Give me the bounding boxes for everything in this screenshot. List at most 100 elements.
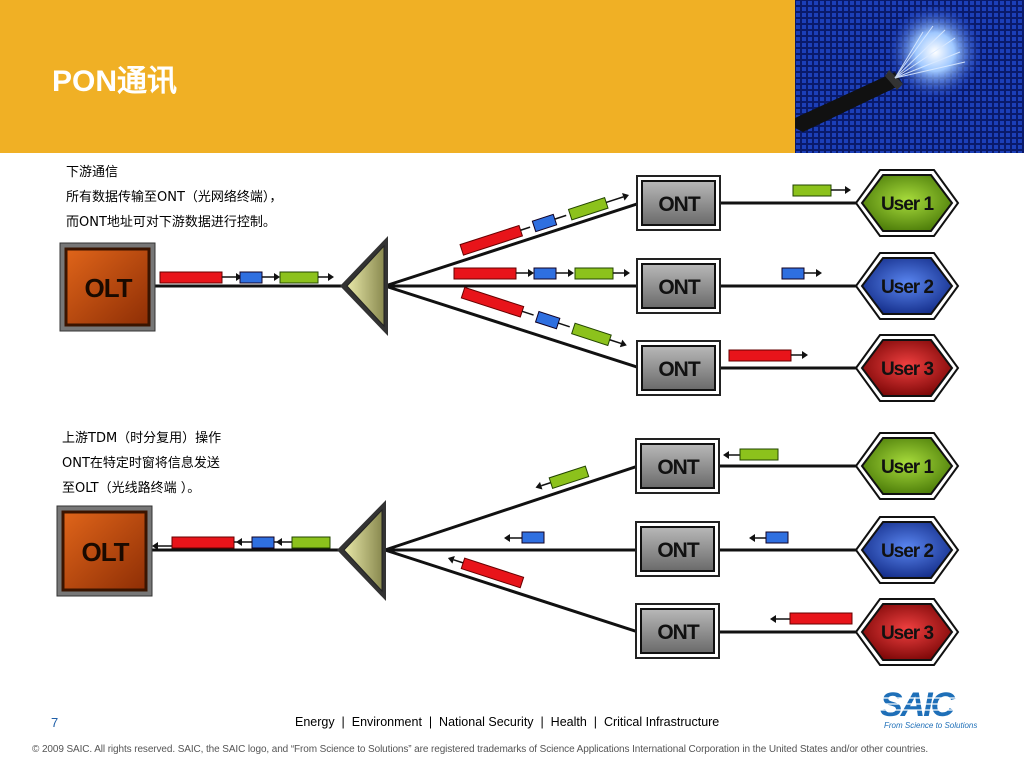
ont-node: ONT	[635, 438, 720, 494]
arrow	[453, 559, 464, 564]
svg-text:SAIC: SAIC	[880, 686, 956, 724]
arrow-head	[447, 555, 455, 564]
fiber-optic-image	[795, 0, 1024, 153]
downstream-note-line: 所有数据传输至ONT（光网络终端），	[66, 190, 283, 205]
ont-label: ONT	[658, 358, 701, 381]
arrow-head	[274, 273, 280, 281]
packet-blue	[521, 531, 545, 544]
packet-green	[792, 184, 832, 197]
arrow-head	[770, 615, 776, 623]
ont-node: ONT	[636, 175, 721, 231]
ont-node: ONT	[636, 258, 721, 314]
arrow-head	[749, 534, 755, 542]
slide-title: PON通讯	[52, 65, 178, 98]
arrow-head	[619, 339, 627, 348]
packet-green	[739, 448, 779, 461]
olt-label: OLT	[84, 273, 132, 303]
arrow-head	[535, 481, 543, 490]
fiber-link	[384, 284, 641, 370]
packet-red	[789, 612, 853, 625]
user-label: User 1	[881, 194, 935, 215]
packet-green	[548, 465, 590, 489]
packet-red	[460, 557, 525, 589]
arrow	[558, 322, 570, 328]
user-label: User 1	[881, 457, 935, 478]
arrow	[554, 214, 567, 220]
user-node: User 3	[854, 334, 960, 402]
ont-node: ONT	[635, 521, 720, 577]
arrow	[521, 310, 534, 316]
packet-blue	[239, 271, 263, 284]
ont-node: ONT	[635, 603, 720, 659]
user-label: User 2	[881, 277, 934, 298]
user-label: User 3	[881, 359, 934, 380]
ont-label: ONT	[658, 193, 701, 216]
user-node: User 2	[854, 516, 960, 584]
fiber-link	[384, 548, 639, 634]
page-number: 7	[51, 715, 59, 730]
olt-node: OLT	[56, 505, 153, 597]
arrow-head	[568, 269, 574, 277]
arrow-head	[236, 538, 242, 546]
olt-node: OLT	[59, 242, 156, 332]
splitter-triangle	[337, 500, 386, 601]
title-bar	[0, 0, 795, 153]
packet-red	[171, 536, 235, 549]
user-node: User 2	[854, 252, 960, 320]
user-node: User 3	[854, 598, 960, 666]
arrow	[540, 481, 551, 487]
packet-blue	[533, 267, 557, 280]
upstream-note-line: ONT在特定时窗将信息发送	[62, 456, 220, 471]
splitter-triangle	[340, 236, 388, 336]
arrow	[605, 196, 624, 204]
arrow-head	[845, 186, 851, 194]
packet-green	[571, 322, 612, 347]
olt-label: OLT	[81, 537, 129, 567]
packet-red	[159, 271, 223, 284]
ont-label: ONT	[658, 276, 701, 299]
arrow-head	[624, 269, 630, 277]
upstream-note-line: 至OLT（光线路终端 ）。	[62, 481, 201, 496]
copyright-notice: © 2009 SAIC. All rights reserved. SAIC, …	[32, 744, 929, 755]
arrow-head	[504, 534, 510, 542]
ont-label: ONT	[657, 621, 700, 644]
arrow-head	[152, 542, 158, 550]
footer-links: Energy | Environment | National Security…	[295, 715, 720, 729]
packet-green	[279, 271, 319, 284]
arrow	[609, 339, 624, 345]
packet-green	[291, 536, 331, 549]
fiber-link	[384, 201, 641, 288]
packet-blue	[534, 310, 561, 330]
upstream-note-line: 上游TDM（时分复用）操作	[62, 431, 222, 446]
upstream-diagram: OLT	[56, 432, 960, 666]
fiber-link	[384, 464, 639, 552]
ont-label: ONT	[657, 539, 700, 562]
user-node: User 1	[854, 432, 960, 500]
svg-text:From Science to Solutions: From Science to Solutions	[884, 721, 977, 730]
arrow-head	[723, 451, 729, 459]
arrow-head	[328, 273, 334, 281]
user-node: User 1	[854, 169, 960, 237]
user-label: User 3	[881, 623, 934, 644]
downstream-note: 下游通信 所有数据传输至ONT（光网络终端）， 而ONT地址可对下游数据进行控制…	[66, 160, 282, 235]
downstream-note-line: 而ONT地址可对下游数据进行控制。	[66, 215, 276, 230]
arrow	[520, 226, 531, 231]
ont-label: ONT	[657, 456, 700, 479]
pon-diagram: OLT	[56, 169, 960, 666]
packet-red	[453, 267, 517, 280]
upstream-note: 上游TDM（时分复用）操作 ONT在特定时窗将信息发送 至OLT（光线路终端 ）…	[62, 426, 221, 501]
downstream-diagram: OLT	[59, 169, 960, 402]
arrow-head	[816, 269, 822, 277]
packet-green	[574, 267, 614, 280]
downstream-note-line: 下游通信	[66, 165, 119, 180]
packet-blue	[531, 213, 558, 233]
user-label: User 2	[881, 541, 934, 562]
arrow-head	[802, 351, 808, 359]
arrow-head	[622, 193, 629, 201]
arrow-head	[528, 269, 534, 277]
packet-red	[728, 349, 792, 362]
arrow-head	[276, 538, 282, 546]
packet-blue	[765, 531, 789, 544]
arrow-head	[236, 273, 242, 281]
packet-blue	[781, 267, 805, 280]
